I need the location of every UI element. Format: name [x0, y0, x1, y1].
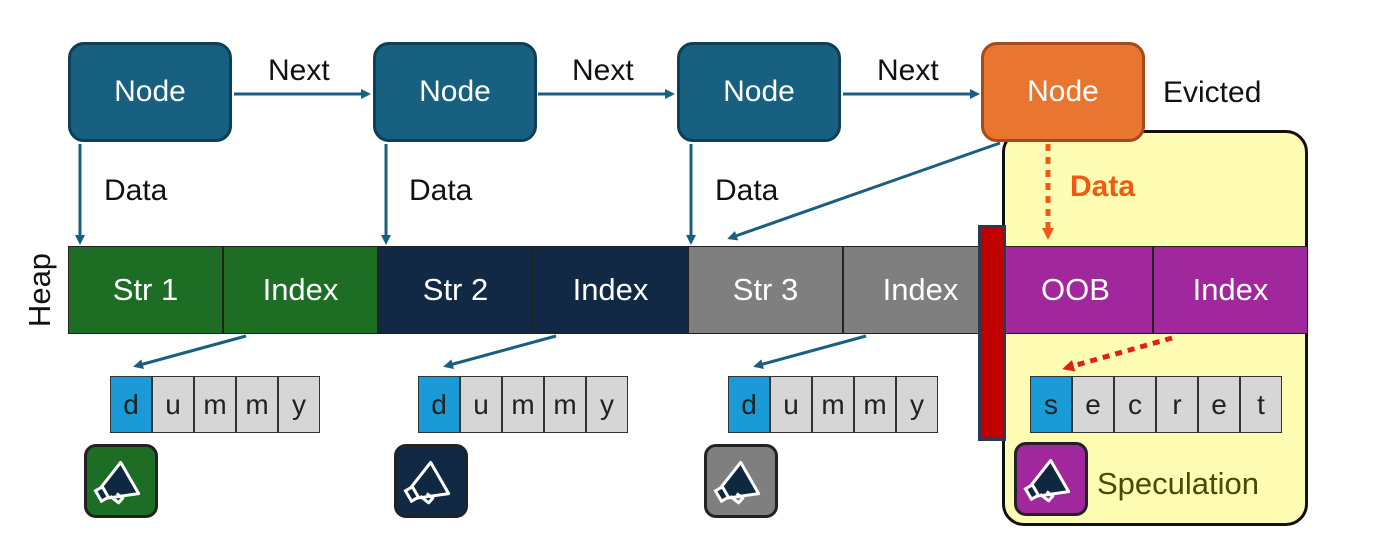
secret-index-arrow	[1062, 335, 1173, 372]
megaphone-icon	[704, 444, 778, 518]
char-cell: d	[728, 376, 770, 433]
index-arrow-2	[443, 334, 557, 369]
char-cell: u	[460, 376, 502, 433]
next-label-1: Next	[268, 54, 330, 87]
megaphone-icon	[84, 444, 158, 518]
char-cell: u	[770, 376, 812, 433]
heap-label: Heap	[22, 252, 57, 328]
stale-data-arrow	[727, 141, 1001, 241]
secret-char-cell: r	[1156, 376, 1198, 433]
heap-str-3: Str 3	[688, 246, 843, 334]
char-cell: d	[110, 376, 152, 433]
node-label: Node	[723, 75, 795, 108]
char-cell: m	[502, 376, 544, 433]
heap-index-2: Index	[533, 246, 688, 334]
char-cell: u	[152, 376, 194, 433]
megaphone-icon	[403, 460, 451, 505]
char-cell: m	[854, 376, 896, 433]
char-cell: y	[278, 376, 320, 433]
char-cell: y	[896, 376, 938, 433]
speculation-barrier	[978, 225, 1006, 441]
node-1: Node	[68, 42, 232, 142]
megaphone-icon	[93, 460, 141, 505]
node-3: Node	[677, 42, 841, 142]
secret-char-cell: e	[1198, 376, 1240, 433]
secret-char-cell: c	[1114, 376, 1156, 433]
char-cell: m	[194, 376, 236, 433]
megaphone-icon	[713, 460, 761, 505]
secret-char-cell: e	[1072, 376, 1114, 433]
index-arrow-3	[753, 334, 867, 369]
next-label-2: Next	[572, 54, 634, 87]
data-label-2: Data	[409, 174, 473, 207]
heap-index-oob: Index	[1153, 246, 1308, 334]
char-cell: y	[586, 376, 628, 433]
data-label-3: Data	[715, 174, 779, 207]
node-evicted: Node	[981, 42, 1145, 142]
heap-oob: OOB	[998, 246, 1153, 334]
heap-str-2: Str 2	[378, 246, 533, 334]
secret-char-cell: t	[1240, 376, 1282, 433]
char-cell: m	[812, 376, 854, 433]
node-label: Node	[1027, 75, 1099, 108]
heap-index-3: Index	[843, 246, 998, 334]
next-label-3: Next	[877, 54, 939, 87]
node-label: Node	[114, 75, 186, 108]
speculation-label: Speculation	[1097, 466, 1260, 501]
secret-char-cell: s	[1030, 376, 1072, 433]
node-label: Node	[419, 75, 491, 108]
data-label-1: Data	[104, 174, 168, 207]
index-arrow-1	[133, 334, 247, 369]
heap-index-1: Index	[223, 246, 378, 334]
char-cell: d	[418, 376, 460, 433]
megaphone-icon	[1014, 442, 1088, 516]
heap-str-1: Str 1	[68, 246, 223, 334]
megaphone-icon	[1023, 458, 1071, 503]
megaphone-icon	[394, 444, 468, 518]
node-2: Node	[373, 42, 537, 142]
char-cell: m	[544, 376, 586, 433]
evicted-label: Evicted	[1163, 76, 1262, 109]
speculative-data-label: Data	[1070, 170, 1136, 203]
char-cell: m	[236, 376, 278, 433]
